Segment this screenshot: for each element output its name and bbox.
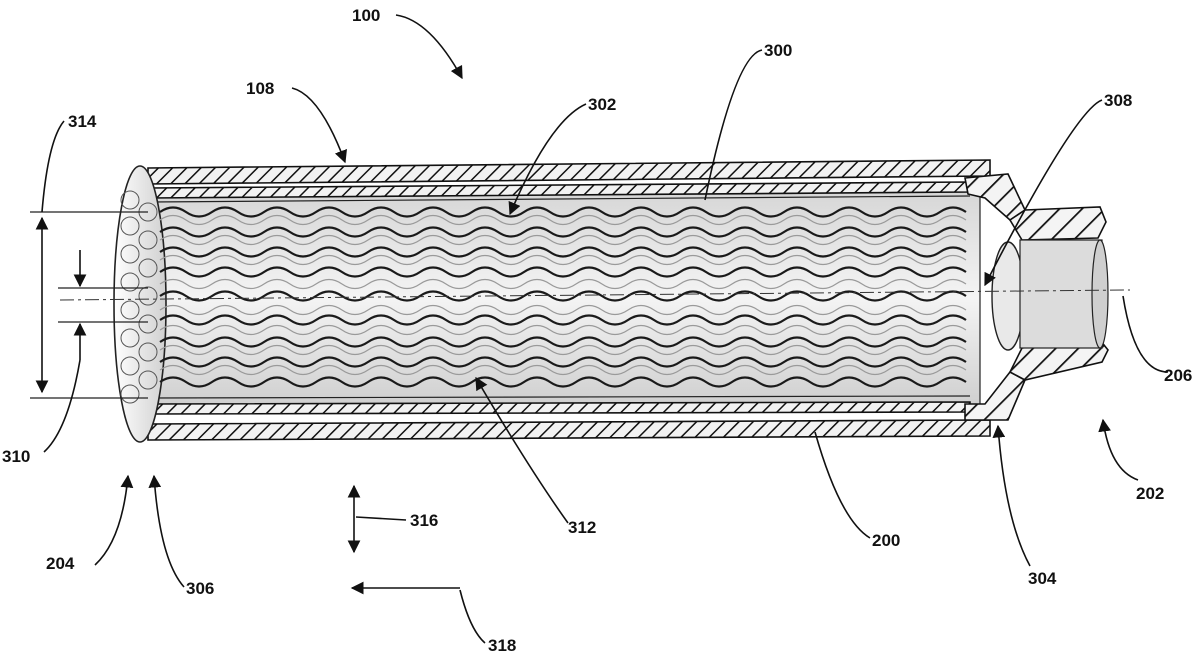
outer-housing-bottom-wall [147,419,991,441]
label-108: 108 [246,79,274,98]
leader-304 [992,424,1031,567]
label-206: 206 [1164,366,1192,385]
leader-312 [475,376,569,524]
outlet-bore [991,241,1025,351]
central-axis [59,289,1131,301]
outlet-end [964,173,1109,421]
leader-314 [41,120,65,213]
leader-202 [1098,418,1139,481]
leader-310 [43,359,81,453]
tube-body [113,159,991,443]
reference-numerals: 100 108 300 302 308 314 310 206 202 312 … [2,6,1192,655]
inlet-honeycomb [120,190,158,404]
inner-liner-bottom-wall [149,401,971,415]
label-314: 314 [68,112,97,131]
label-312: 312 [568,518,596,537]
dimension-310 [58,250,148,360]
leader-206 [1122,295,1169,373]
leader-300 [704,49,763,201]
leader-lines [41,14,1169,644]
leader-204 [94,474,134,566]
leader-108 [291,87,347,164]
label-308: 308 [1104,91,1132,110]
label-200: 200 [872,531,900,550]
label-202: 202 [1136,484,1164,503]
label-316: 316 [410,511,438,530]
leader-302 [508,103,587,216]
label-310: 310 [2,447,30,466]
label-304: 304 [1028,569,1057,588]
outlet-passage [1019,239,1103,349]
dimension-314 [30,211,148,399]
leader-200 [814,431,871,539]
label-204: 204 [46,554,75,573]
label-302: 302 [588,95,616,114]
leader-308 [984,99,1103,287]
leader-318 [459,589,486,644]
leader-316 [355,516,407,521]
leader-306 [148,474,185,588]
label-100: 100 [352,6,380,25]
label-306: 306 [186,579,214,598]
label-318: 318 [488,636,516,655]
label-300: 300 [764,41,792,60]
outer-housing-top-wall [147,159,991,185]
corrugated-layers [159,206,967,388]
